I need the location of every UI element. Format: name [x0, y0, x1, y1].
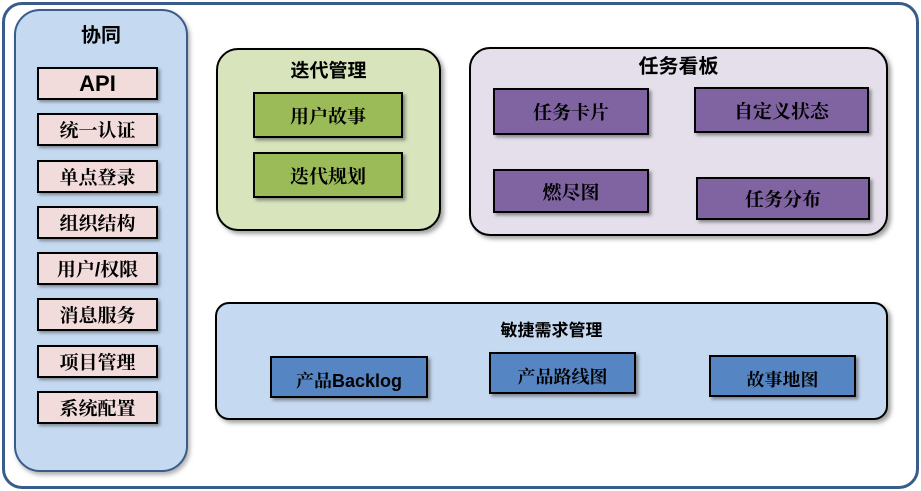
iteration-management-group: 迭代管理 用户故事 迭代规划	[216, 48, 441, 231]
node-product-roadmap: 产品路线图	[489, 352, 636, 394]
sidebar-item-unified-auth: 统一认证	[37, 113, 158, 146]
node-burndown-chart: 燃尽图	[493, 169, 649, 213]
sidebar-item-system-config: 系统配置	[37, 391, 158, 424]
sidebar-item-project-mgmt: 项目管理	[37, 345, 158, 378]
sidebar-item-org-structure: 组织结构	[37, 206, 158, 239]
node-custom-status: 自定义状态	[694, 87, 869, 133]
iteration-group-title: 迭代管理	[290, 56, 367, 83]
sidebar-item-user-permission: 用户/权限	[37, 252, 158, 285]
node-story-map: 故事地图	[709, 355, 856, 397]
node-iteration-planning: 迭代规划	[253, 152, 403, 198]
agile-group-title: 敏捷需求管理	[500, 316, 603, 341]
node-user-story: 用户故事	[253, 92, 403, 138]
node-product-backlog: 产品Backlog	[270, 356, 428, 398]
agile-requirements-group: 敏捷需求管理 产品Backlog 产品路线图 故事地图	[215, 302, 888, 420]
node-task-distribution: 任务分布	[696, 177, 870, 220]
task-board-group-title: 任务看板	[638, 50, 719, 79]
sidebar-item-sso: 单点登录	[37, 160, 158, 193]
node-task-card: 任务卡片	[493, 88, 649, 135]
sidebar-title: 协同	[81, 19, 121, 48]
task-board-group: 任务看板 任务卡片 自定义状态 燃尽图 任务分布	[469, 47, 888, 236]
sidebar-item-api: API	[37, 67, 158, 100]
sidebar-item-message-service: 消息服务	[37, 298, 158, 331]
